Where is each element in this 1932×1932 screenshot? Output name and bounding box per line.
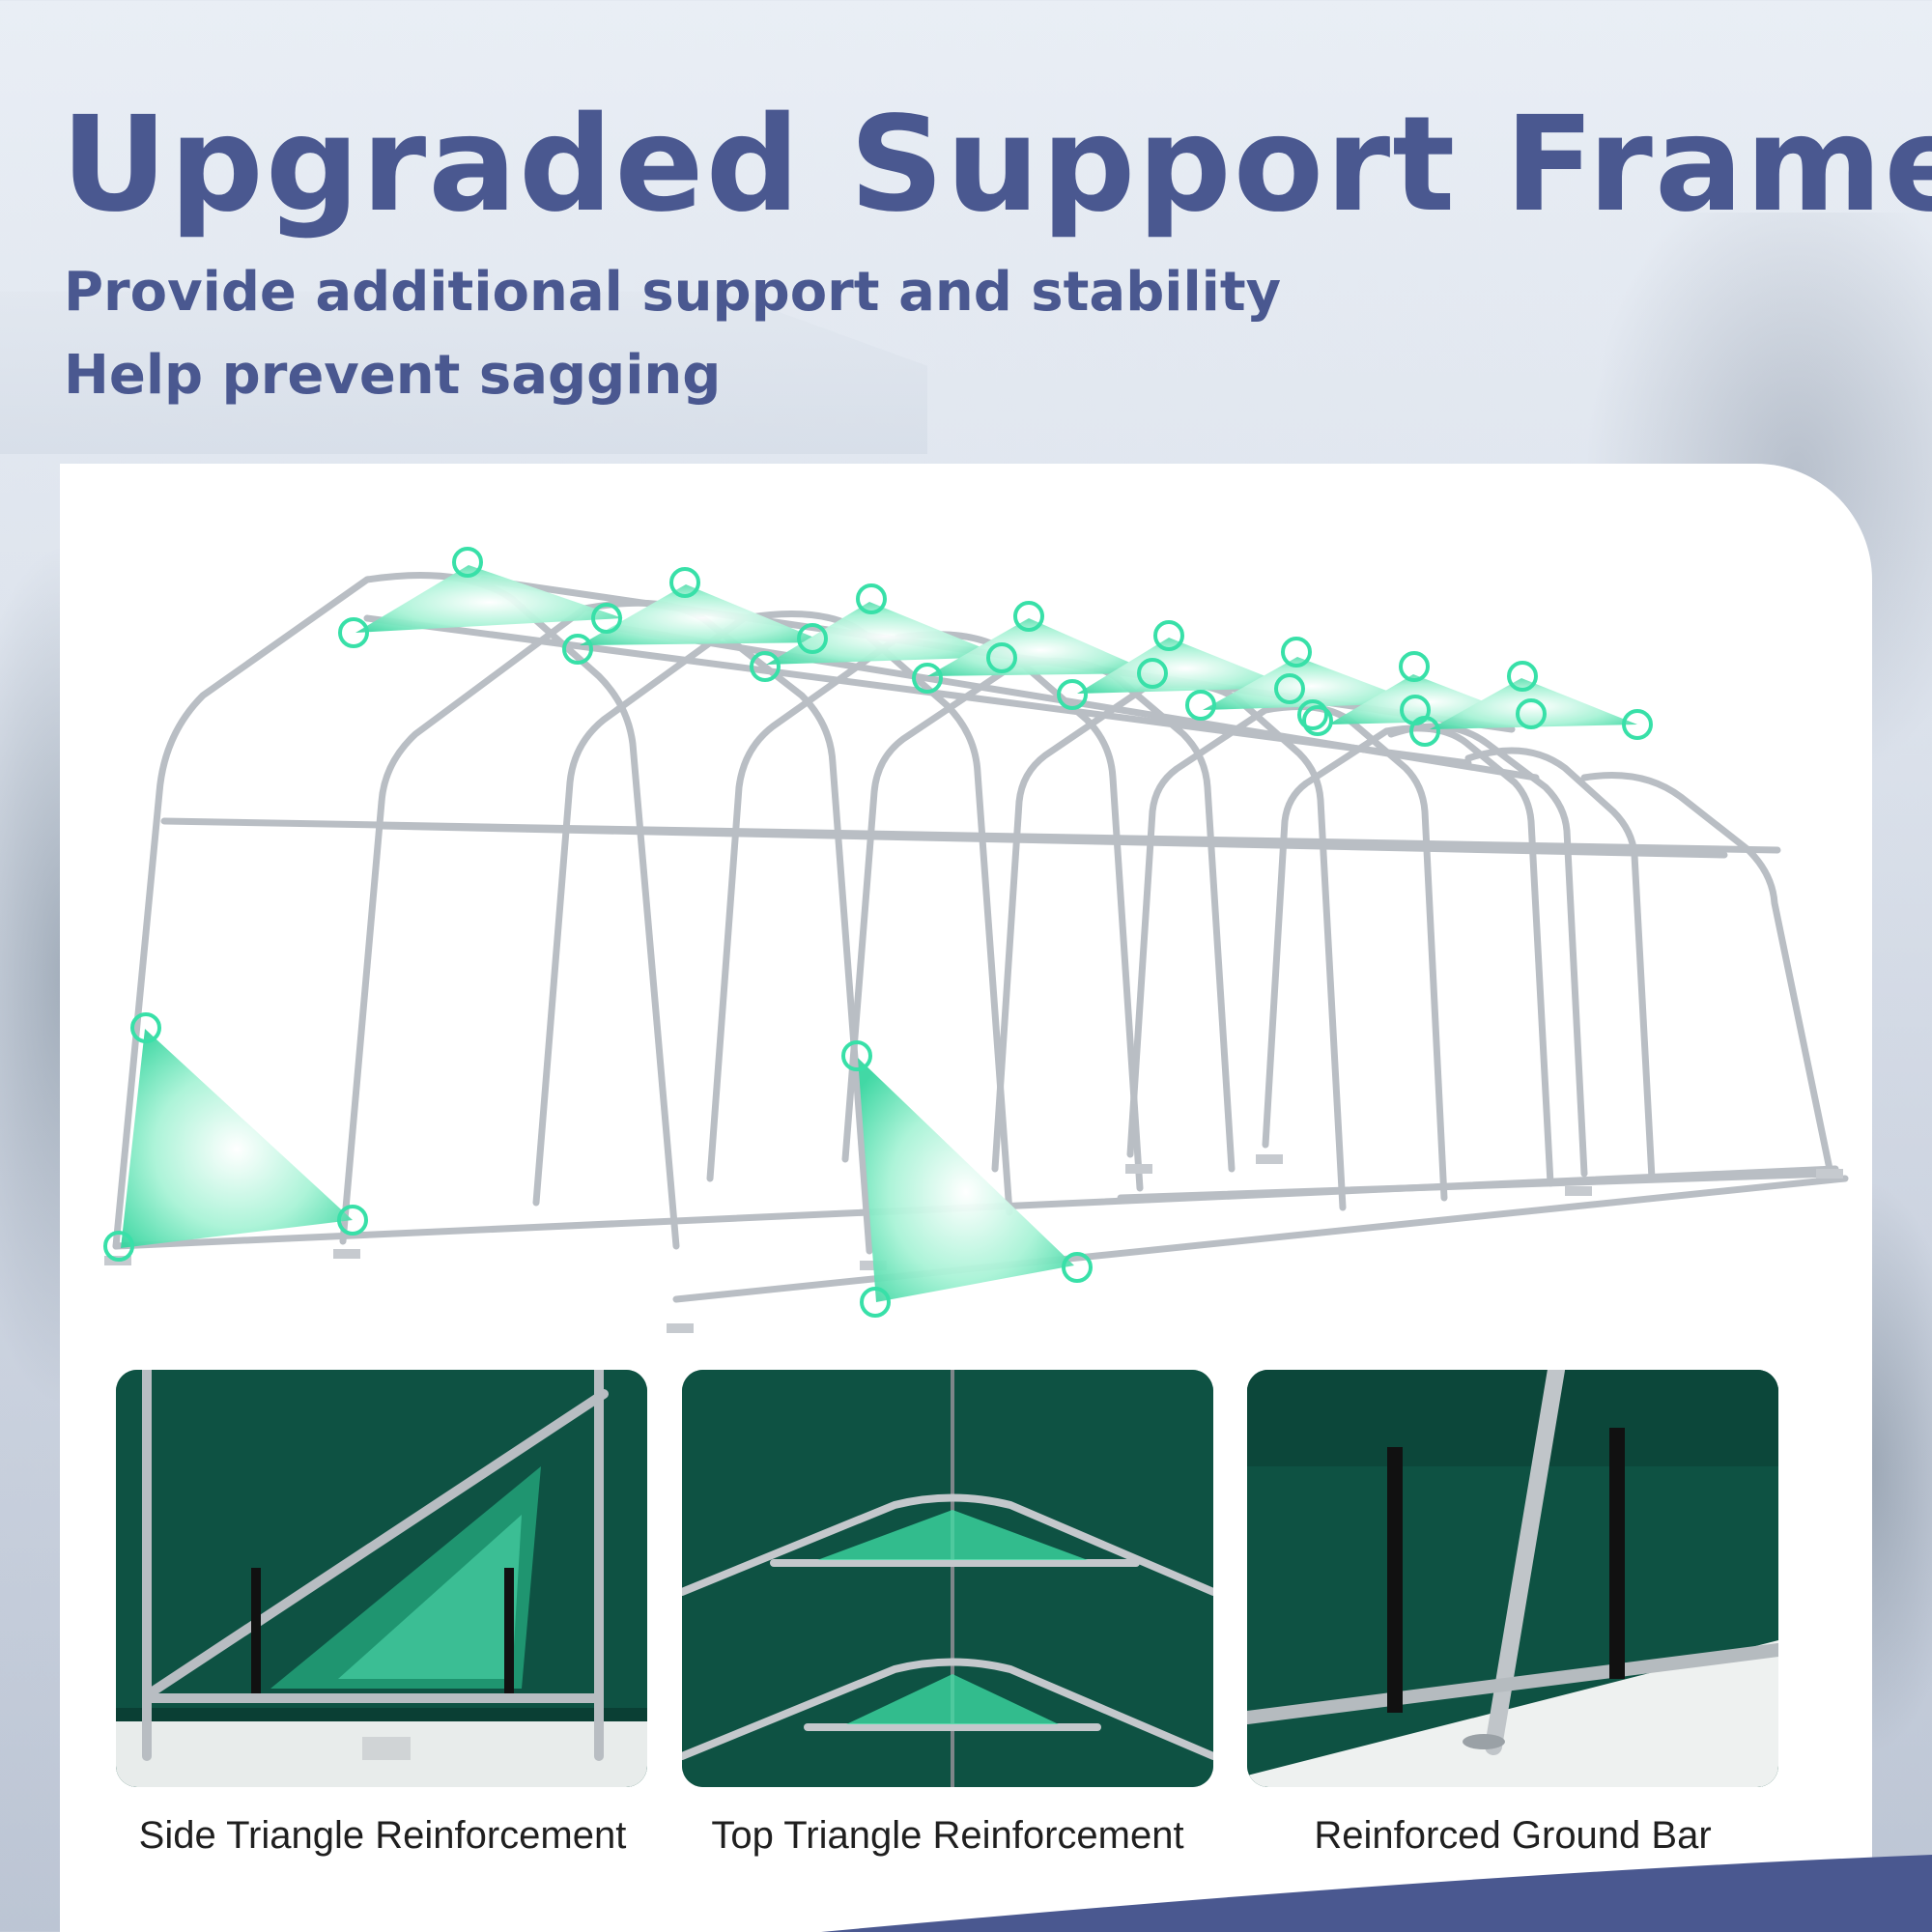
green-circle-icon xyxy=(103,547,1653,1318)
card-caption: Side Triangle Reinforcement xyxy=(138,1814,627,1857)
ground-bar-photo xyxy=(1247,1370,1778,1787)
carport-frame-icon xyxy=(103,547,1849,1333)
subtitle-line: Help prevent sagging xyxy=(64,344,722,407)
card-caption: Reinforced Ground Bar xyxy=(1314,1814,1712,1857)
side-triangle-photo xyxy=(116,1370,647,1787)
top-triangle-photo xyxy=(682,1370,1213,1787)
card-caption: Top Triangle Reinforcement xyxy=(711,1814,1184,1857)
page-title: Upgraded Support Frame xyxy=(61,89,1932,242)
background-building xyxy=(0,292,927,454)
bottom-accent-wave xyxy=(821,1855,1932,1932)
subtitle-line: Provide additional support and stability xyxy=(64,261,1282,324)
